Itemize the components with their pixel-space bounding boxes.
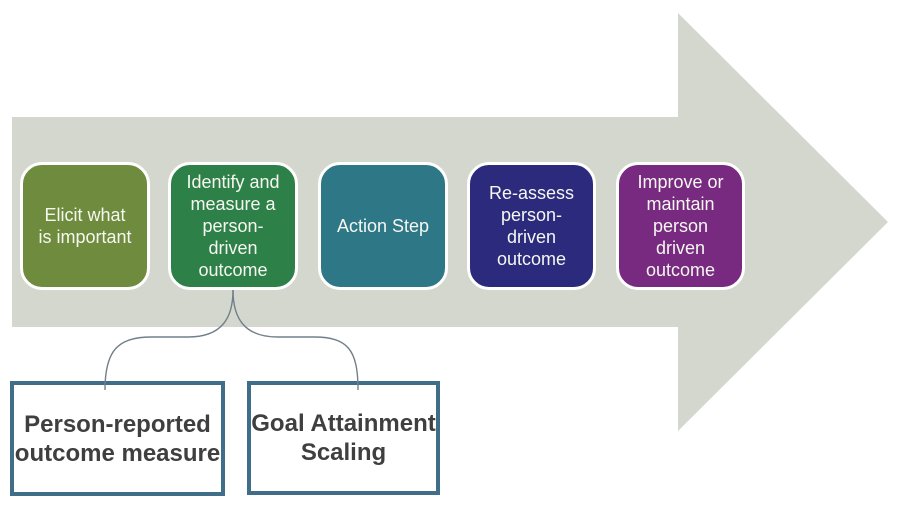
step-label: Improve or maintain person driven outcom… bbox=[637, 172, 724, 280]
step-improve-or-maintain-outcome: Improve or maintain person driven outcom… bbox=[616, 162, 745, 290]
step-label: Elicit what is important bbox=[38, 205, 132, 247]
connector-left-curve bbox=[104, 289, 234, 391]
step-label: Re-assess person- driven outcome bbox=[488, 183, 575, 269]
step-label: Identify and measure a person- driven ou… bbox=[186, 172, 280, 280]
connector-right-curve bbox=[232, 289, 359, 391]
step-label: Action Step bbox=[336, 216, 430, 236]
callout-goal-attainment-scaling: Goal Attainment Scaling bbox=[247, 381, 440, 495]
callout-label: Goal Attainment Scaling bbox=[251, 410, 436, 466]
step-identify-and-measure-outcome: Identify and measure a person- driven ou… bbox=[168, 162, 298, 290]
callout-person-reported-outcome-measure: Person-reported outcome measure bbox=[10, 381, 225, 496]
step-reassess-outcome: Re-assess person- driven outcome bbox=[467, 162, 596, 290]
callout-label: Person-reported outcome measure bbox=[14, 410, 221, 467]
step-elicit-what-is-important: Elicit what is important bbox=[20, 162, 150, 290]
step-action-step: Action Step bbox=[318, 162, 448, 290]
